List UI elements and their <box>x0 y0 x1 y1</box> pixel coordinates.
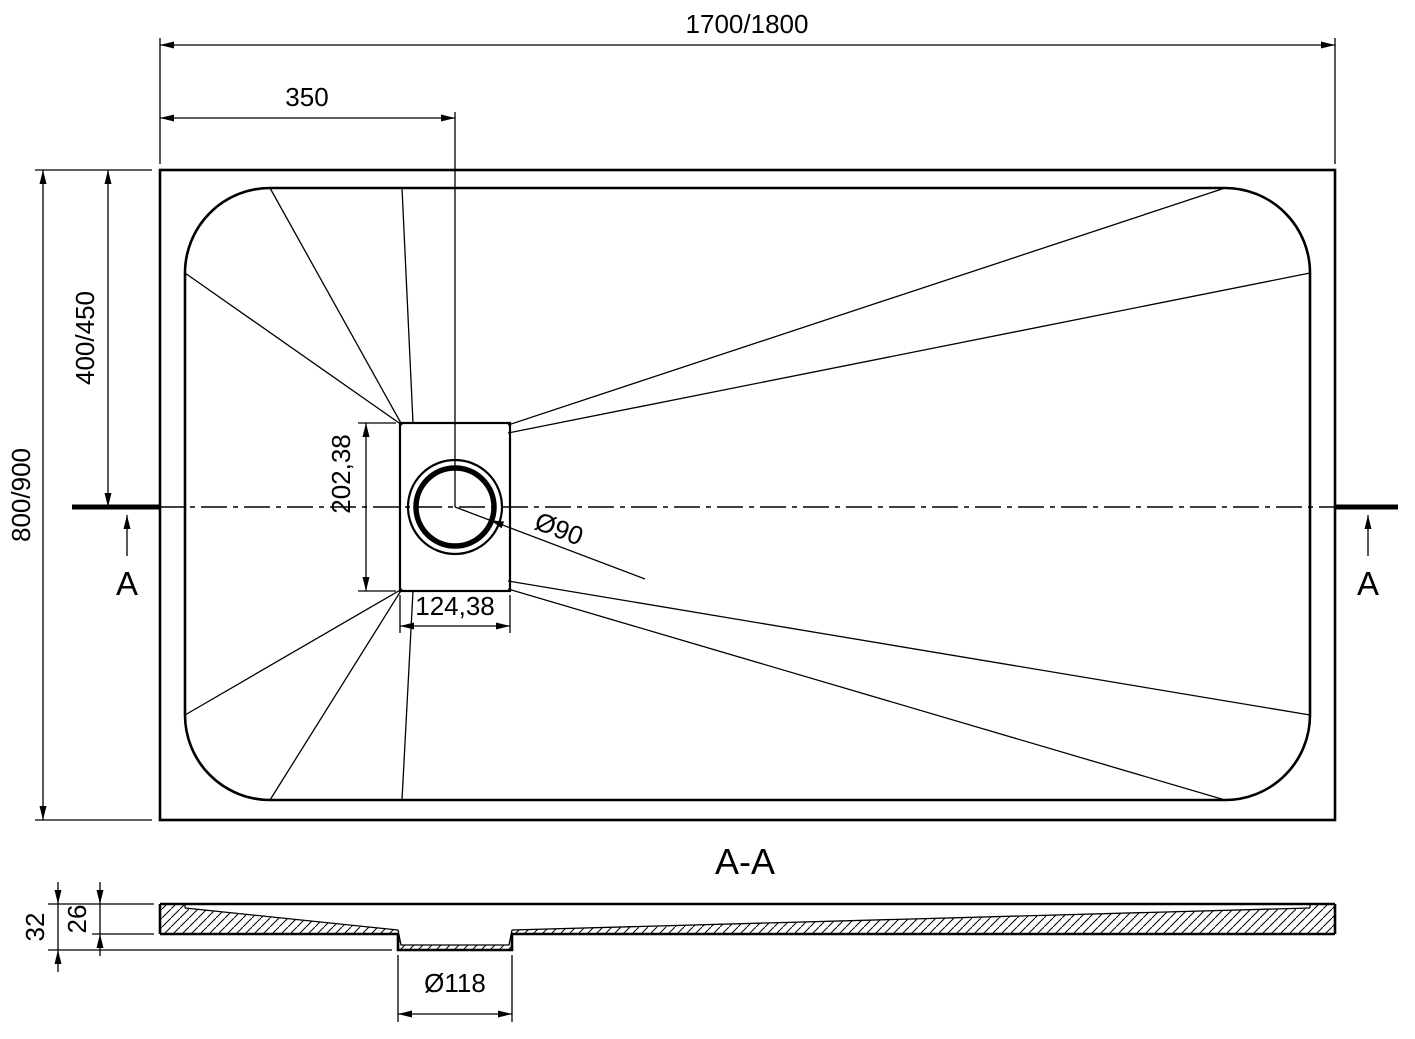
dim-drain-hole-diameter-text: Ø118 <box>424 968 486 998</box>
top-view: A A 1700/1800 350 800/900 400/450 <box>6 9 1398 822</box>
leader-arrow <box>490 520 505 529</box>
dim-recess-width-text: 124,38 <box>415 591 495 621</box>
dim-drain-diameter-text: Ø90 <box>531 506 588 552</box>
drain-recess-inner-line <box>397 929 513 946</box>
slope-line <box>507 588 1226 801</box>
dim-overall-width: 800/900 <box>6 169 152 821</box>
section-label-right: A <box>1357 565 1379 602</box>
tray-outer-outline <box>158 168 1337 822</box>
section-hatch <box>160 904 1335 950</box>
dim-rim-height: 26 <box>62 882 154 956</box>
dim-recess-height-text: 202,38 <box>326 434 356 514</box>
dim-overall-length: 1700/1800 <box>159 9 1336 164</box>
section-view: A-A 32 26 <box>20 841 1337 1022</box>
slope-line <box>401 187 414 424</box>
slope-lines <box>184 187 1311 801</box>
dim-center-from-top-text: 400/450 <box>70 291 100 385</box>
dim-overall-length-text: 1700/1800 <box>686 9 809 39</box>
slope-line <box>269 588 403 801</box>
floor-slope-line <box>184 907 399 931</box>
dim-drain-from-left-text: 350 <box>285 82 328 112</box>
dim-center-from-top: 400/450 <box>70 170 112 507</box>
dim-overall-width-text: 800/900 <box>6 448 36 542</box>
slope-line <box>184 588 403 716</box>
dim-drain-hole-diameter: Ø118 <box>397 955 513 1022</box>
dim-rim-height-text: 26 <box>62 905 92 934</box>
dim-drain-diameter: Ø90 <box>454 506 646 580</box>
slope-line <box>401 590 414 801</box>
leader-line <box>454 506 646 580</box>
section-label-left: A <box>116 565 138 602</box>
slope-line <box>507 187 1226 426</box>
section-title: A-A <box>715 841 775 882</box>
dim-recess-height: 202,38 <box>326 422 396 592</box>
slope-line <box>184 272 403 426</box>
basin-outline <box>183 186 1312 802</box>
drain-boss-outline <box>396 934 514 952</box>
dim-total-height-text: 32 <box>20 913 50 942</box>
floor-slope-line <box>511 907 1311 931</box>
slope-line <box>507 580 1311 716</box>
dim-recess-width: 124,38 <box>399 591 511 633</box>
dim-drain-from-left: 350 <box>160 82 456 507</box>
slope-line <box>269 187 403 426</box>
slope-line <box>507 272 1311 434</box>
dim-total-height: 32 <box>20 882 392 972</box>
